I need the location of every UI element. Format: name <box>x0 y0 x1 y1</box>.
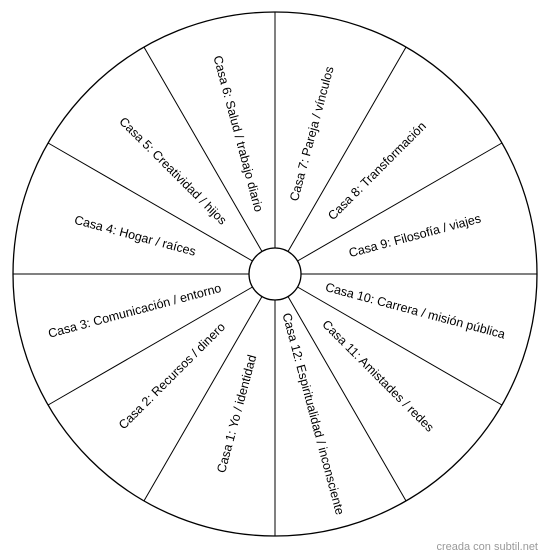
house-dividers <box>13 12 537 536</box>
house-divider-line <box>143 296 263 502</box>
house-divider-line <box>47 142 253 262</box>
credit-text: creada con subtil.net <box>436 541 538 553</box>
house-divider-line <box>297 286 503 406</box>
house-divider-line <box>143 46 263 252</box>
center-circle <box>248 247 302 301</box>
house-divider-line <box>287 46 407 252</box>
house-divider-line <box>297 142 503 262</box>
house-divider-line <box>47 286 253 406</box>
house-divider-line <box>287 296 407 502</box>
